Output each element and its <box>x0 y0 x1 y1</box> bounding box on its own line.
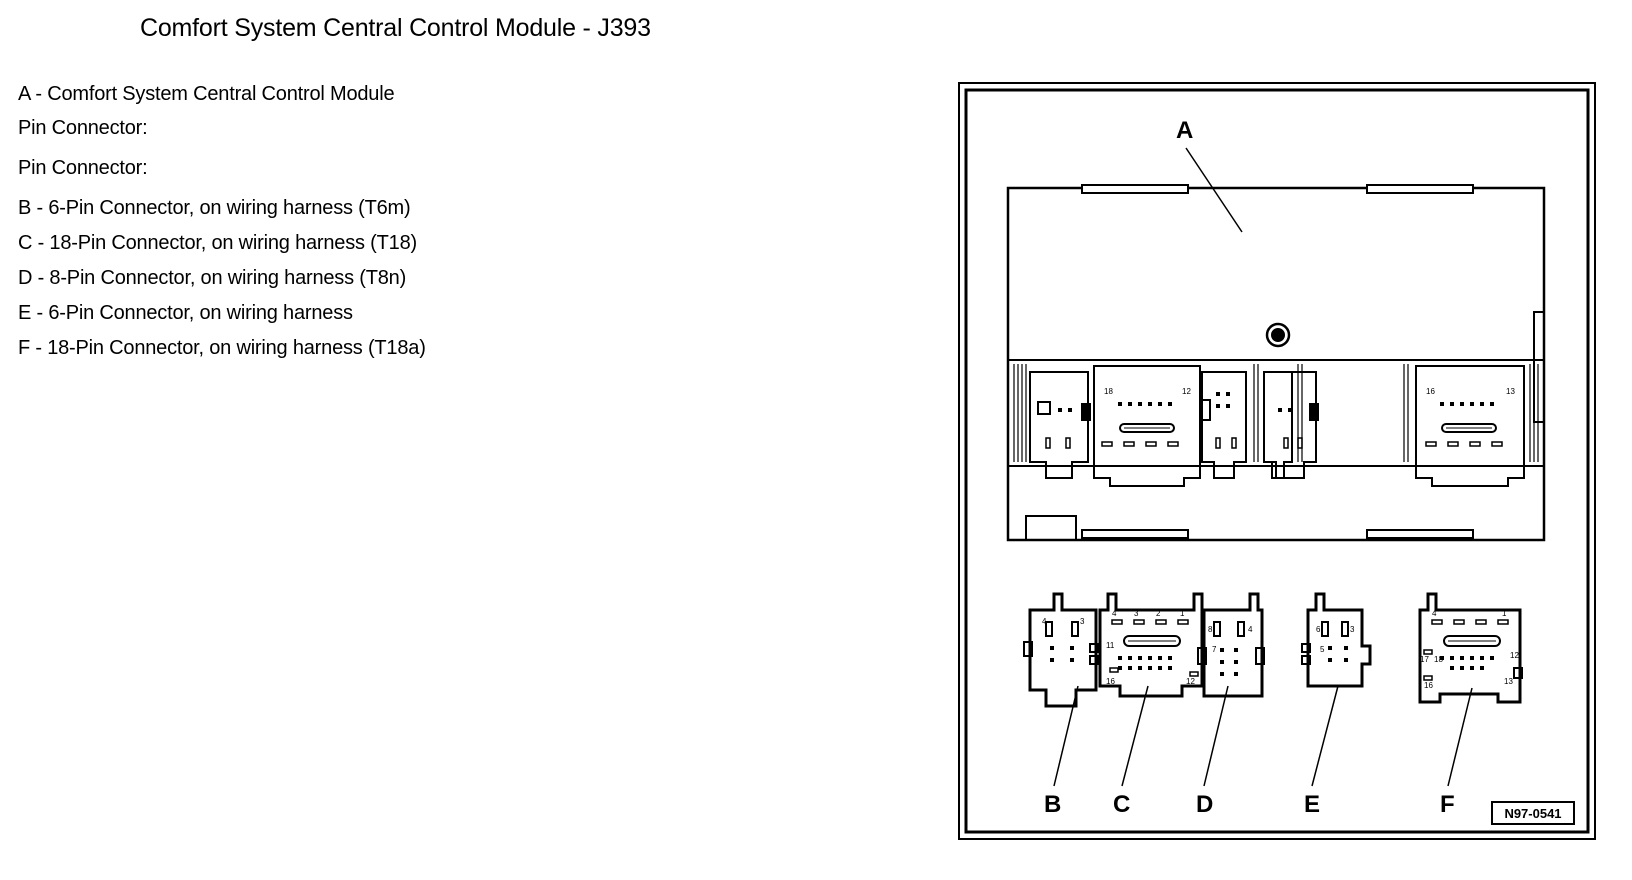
pin-label: 11 <box>1106 641 1115 650</box>
pin-label: 17 <box>1420 655 1429 664</box>
legend-item-a: A - Comfort System Central Control Modul… <box>18 83 395 105</box>
pin-label: 4 <box>1042 617 1047 626</box>
pin-label: 12 <box>1182 387 1191 396</box>
legend-item-e: E - 6-Pin Connector, on wiring harness <box>18 302 353 324</box>
pin-label: 5 <box>1320 645 1325 654</box>
connector-b <box>1023 592 1099 708</box>
pin-label: 13 <box>1506 387 1515 396</box>
pin-label: 1 <box>1502 609 1507 618</box>
legend-item-c: C - 18-Pin Connector, on wiring harness … <box>18 232 417 254</box>
figure-reference-label: N97-0541 <box>1504 806 1561 821</box>
callout-f: F <box>1440 791 1455 818</box>
pin-label: 12 <box>1510 651 1519 660</box>
legend-item-d: D - 8-Pin Connector, on wiring harness (… <box>18 267 407 289</box>
pin-label: 4 <box>1112 609 1117 618</box>
legend-item-pin-connector: Pin Connector: <box>18 157 148 179</box>
legend-list: A - Comfort System Central Control Modul… <box>18 82 426 360</box>
pin-label: 1 <box>1180 609 1185 618</box>
pin-label: 18 <box>1434 655 1443 664</box>
pin-label: 13 <box>1504 677 1513 686</box>
leader-lines <box>1053 147 1473 787</box>
connector-d <box>1197 592 1265 698</box>
callout-a: A <box>1176 117 1193 144</box>
callout-c: C <box>1113 791 1130 818</box>
figure-reference: N97-0541 <box>1491 801 1575 825</box>
control-module-a <box>1006 184 1546 542</box>
pin-label: 3 <box>1350 625 1355 634</box>
pin-label: 2 <box>1156 609 1161 618</box>
module-diagram: A B C D E F 4 3 4 3 2 1 11 16 12 8 4 7 6… <box>958 82 1596 840</box>
pin-label: 16 <box>1424 681 1433 690</box>
pin-label: 16 <box>1426 387 1435 396</box>
pin-label: 7 <box>1212 645 1217 654</box>
diagram-inner-frame <box>964 88 1590 834</box>
connector-c <box>1098 592 1204 698</box>
callout-d: D <box>1196 791 1213 818</box>
pin-label: 6 <box>1316 625 1321 634</box>
connector-f <box>1418 592 1523 704</box>
diagram-outer-frame <box>958 82 1596 840</box>
pin-label: 12 <box>1186 677 1195 686</box>
legend-item-f: F - 18-Pin Connector, on wiring harness … <box>18 337 426 359</box>
pin-label: 4 <box>1248 625 1253 634</box>
legend-item-pin-connector: Pin Connector: <box>18 117 148 139</box>
page-title: Comfort System Central Control Module - … <box>140 14 651 42</box>
pin-label: 4 <box>1432 609 1437 618</box>
legend-item-b: B - 6-Pin Connector, on wiring harness (… <box>18 197 411 219</box>
pin-label: 3 <box>1134 609 1139 618</box>
pin-label: 8 <box>1208 625 1213 634</box>
pin-label: 16 <box>1106 677 1115 686</box>
connector-e <box>1301 592 1372 688</box>
pin-label: 18 <box>1104 387 1113 396</box>
callout-e: E <box>1304 791 1320 818</box>
callout-b: B <box>1044 791 1061 818</box>
pin-label: 3 <box>1080 617 1085 626</box>
